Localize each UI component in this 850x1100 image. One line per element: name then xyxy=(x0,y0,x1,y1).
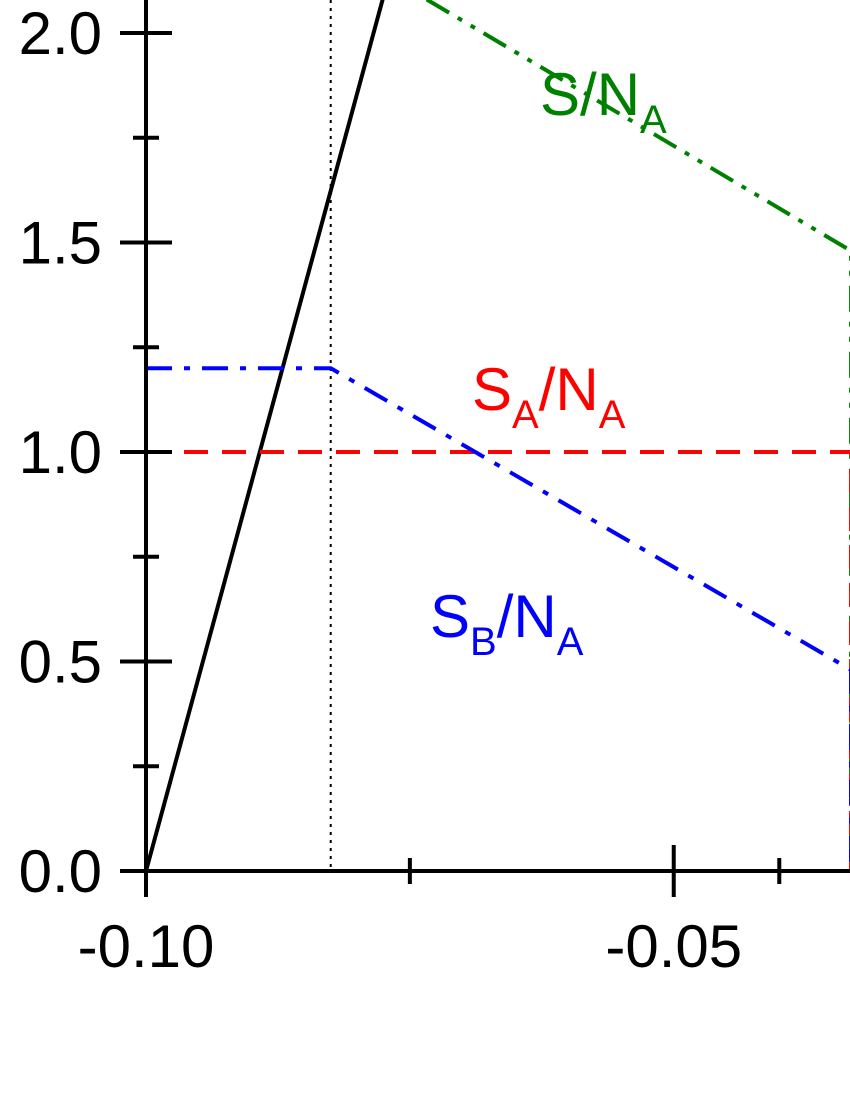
axes xyxy=(144,0,850,873)
series-line-0 xyxy=(144,0,385,872)
axis-ticks: 0.0 0.5 1.0 1.5 2.0 -0.10 -0.05 xyxy=(19,0,782,980)
series-line-3 xyxy=(146,366,850,873)
series-label-sb-over-na: SB/NA xyxy=(430,583,584,664)
series-line-1 xyxy=(425,0,850,873)
y-tick-label-3: 1.5 xyxy=(19,210,102,277)
series-label-sa-over-na: SA/NA xyxy=(472,356,626,437)
y-tick-label-1: 0.5 xyxy=(19,629,102,696)
series-label-s-over-na: S/NA xyxy=(540,61,667,142)
reference-lines xyxy=(329,0,332,871)
y-tick-label-2: 1.0 xyxy=(19,419,102,486)
series-lines xyxy=(144,0,850,873)
x-tick-label-0: -0.10 xyxy=(78,913,215,980)
y-tick-label-0: 0.0 xyxy=(19,838,102,905)
series-line-2 xyxy=(146,450,850,873)
x-tick-label-1: -0.05 xyxy=(605,913,742,980)
y-tick-label-4: 2.0 xyxy=(19,0,102,67)
